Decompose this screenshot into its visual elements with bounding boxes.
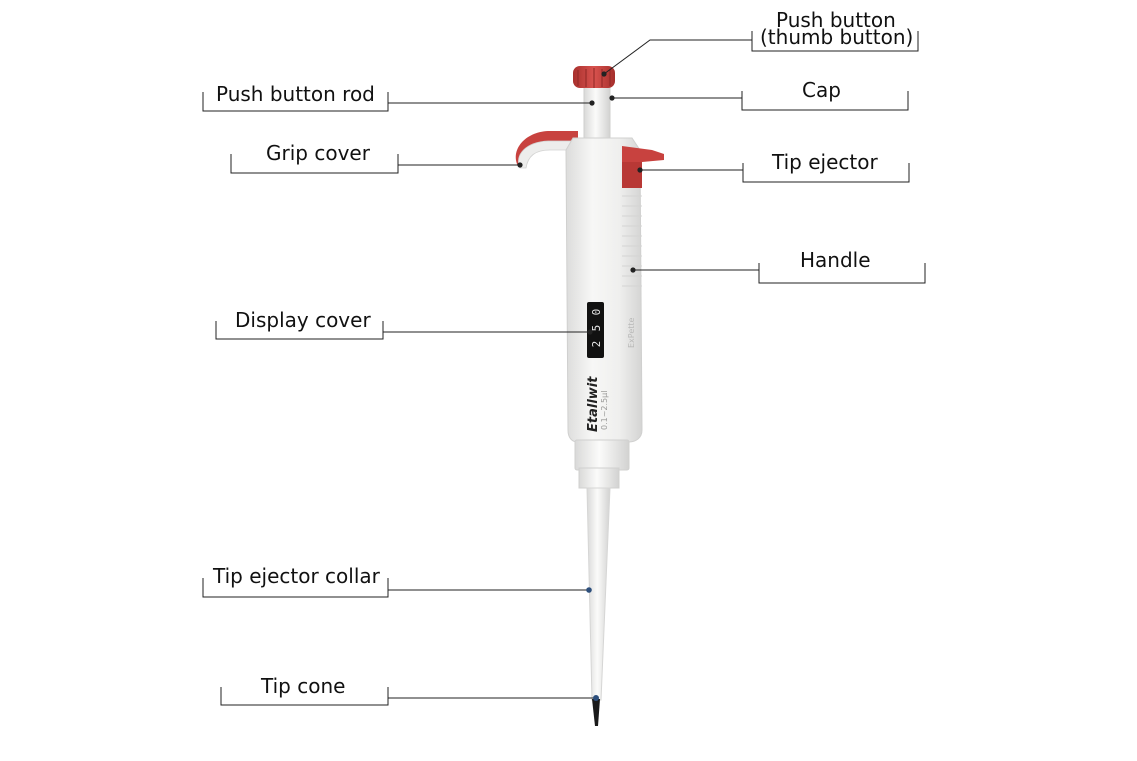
tip-ejector-dot (637, 167, 643, 173)
push-button-leader (603, 39, 752, 75)
push-button-rod-dot (589, 100, 595, 106)
label-grip-cover: Grip cover (266, 141, 370, 165)
label-tip-ejector-collar: Tip ejector collar (213, 564, 380, 588)
callout-dots (517, 71, 643, 701)
handle-dot (630, 267, 636, 273)
grip-cover-dot (517, 162, 523, 168)
tip-ejector-bracket (742, 163, 910, 183)
label-push-button-rod: Push button rod (216, 82, 375, 106)
tip-ejector-collar-dot (586, 587, 592, 593)
tip-cone-dot (593, 695, 599, 701)
display-digit: 2 (590, 341, 603, 348)
label-cap: Cap (802, 78, 841, 102)
display-window (587, 302, 604, 358)
grip-cover-bracket (230, 154, 399, 174)
label-push-button-line2: (thumb button) (760, 25, 914, 49)
pipette-illustration: 2 5 0 ExPette Etallwit 0.1~2.5μl (515, 66, 664, 726)
cap-dot (609, 95, 615, 101)
callout-lines (202, 31, 926, 706)
push-button-rod-bracket (202, 92, 389, 112)
push-button-bracket (751, 31, 919, 52)
tip-cone-shape (592, 699, 600, 726)
handle-ribs (622, 195, 642, 287)
label-tip-cone: Tip cone (261, 674, 346, 698)
cap-bracket (741, 91, 909, 111)
model-text: ExPette (627, 317, 636, 348)
label-display-cover: Display cover (235, 308, 371, 332)
label-handle: Handle (800, 248, 871, 272)
handle-bracket (758, 263, 926, 284)
tip-ejector-collar-bracket (202, 578, 389, 598)
tip-cone-bracket (220, 687, 389, 706)
display-cover-dot (587, 329, 593, 335)
body-collar-shape (574, 439, 630, 471)
shaft-shape (586, 487, 611, 701)
push-button-dot (601, 71, 607, 77)
volume-range-text: 0.1~2.5μl (600, 391, 609, 430)
label-tip-ejector: Tip ejector (772, 150, 878, 174)
brand-logo: Etallwit (586, 376, 601, 432)
label-push-button-line1: Push button (776, 8, 896, 32)
push-button-rod-shape (583, 81, 611, 145)
grip-cover-shape (515, 131, 578, 166)
display-digit: 5 (590, 325, 603, 332)
display-digit: 0 (590, 309, 603, 316)
display-cover-bracket (215, 321, 384, 340)
